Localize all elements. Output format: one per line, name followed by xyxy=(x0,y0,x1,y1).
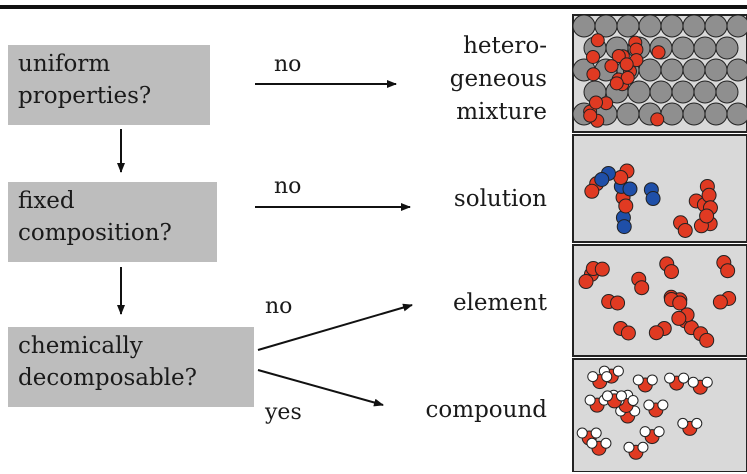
branch-label-no: no xyxy=(265,294,293,319)
branch-label-no: no xyxy=(274,174,302,199)
question-text: composition? xyxy=(18,220,172,246)
solution-particles xyxy=(584,163,718,238)
question-chemically-decomposable: chemically decomposable? xyxy=(8,327,254,407)
result-text: hetero- xyxy=(463,33,547,59)
element-particles xyxy=(578,255,737,348)
question-text: uniform xyxy=(18,51,111,77)
particle-panels xyxy=(572,14,747,472)
question-fixed-composition: fixed composition? xyxy=(8,182,217,262)
branch-label-no: no xyxy=(274,52,302,77)
branch-label-yes: yes xyxy=(265,400,302,425)
question-uniform-properties: uniform properties? xyxy=(8,45,210,125)
result-text: geneous xyxy=(449,66,547,92)
compound-particles xyxy=(576,365,713,460)
result-solution: solution xyxy=(453,186,547,212)
arrow-to-compound xyxy=(257,369,384,407)
heterogeneous-particles xyxy=(572,14,747,128)
question-text: properties? xyxy=(18,83,152,109)
arrow-to-element xyxy=(257,303,413,351)
result-element: element xyxy=(452,290,547,316)
top-rule xyxy=(0,5,747,9)
result-compound: compound xyxy=(425,397,547,423)
result-heterogeneous-mixture: hetero- geneous mixture xyxy=(450,30,547,129)
question-text: decomposable? xyxy=(18,365,197,391)
question-text: fixed xyxy=(18,188,75,214)
result-text: mixture xyxy=(456,99,547,125)
question-text: chemically xyxy=(18,333,143,359)
